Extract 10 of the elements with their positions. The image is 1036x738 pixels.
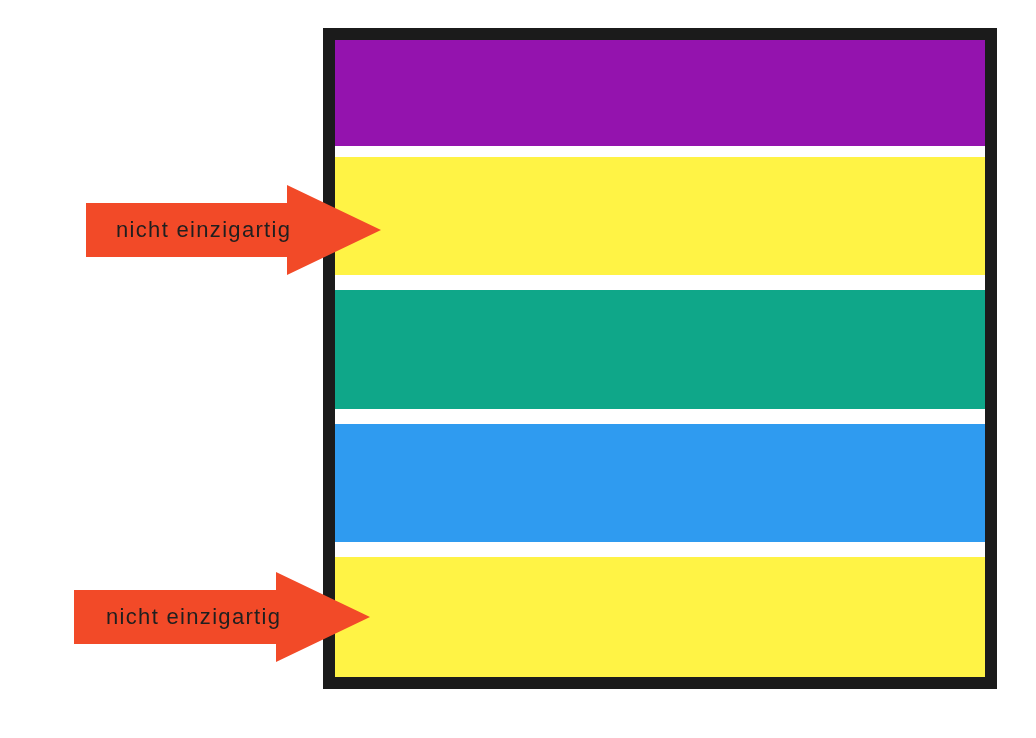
horizontal-band xyxy=(335,290,985,409)
horizontal-band xyxy=(335,424,985,542)
frame xyxy=(323,28,997,689)
edge-label: nicht einzigartig xyxy=(106,606,282,628)
horizontal-band xyxy=(335,40,985,146)
horizontal-band xyxy=(335,557,985,677)
edge-label: nicht einzigartig xyxy=(116,219,292,241)
horizontal-band xyxy=(335,157,985,275)
block-arrow xyxy=(74,572,370,662)
block-arrow xyxy=(86,185,381,275)
